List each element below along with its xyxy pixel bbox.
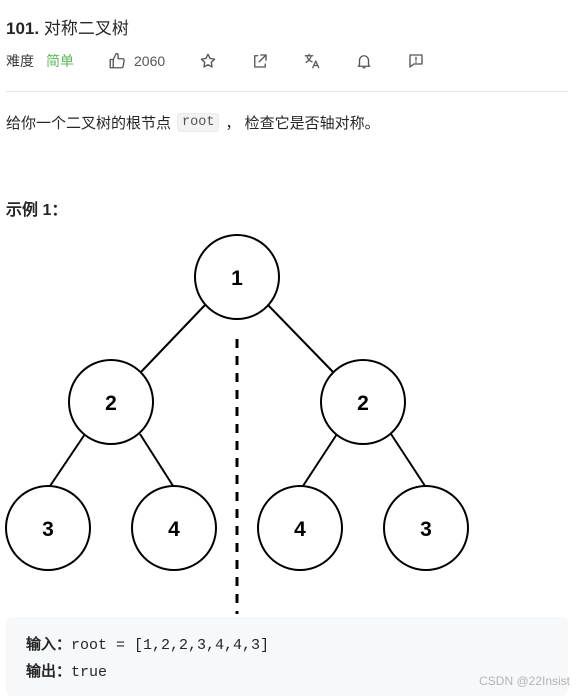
tree-node-label: 2 (357, 392, 369, 415)
thumbs-up-icon (109, 52, 125, 69)
problem-title-text: 对称二叉树 (43, 19, 129, 38)
inline-code-root: root (177, 113, 220, 132)
symmetric-tree-diagram: 1 2 2 3 4 4 3 (5, 234, 469, 614)
example-output-line: 输出：true (26, 660, 107, 681)
problem-description: 给你一个二叉树的根节点 root ， 检查它是否轴对称。 (6, 112, 380, 133)
example-heading: 示例 1： (6, 202, 68, 219)
tree-edge (140, 304, 206, 373)
tree-node: 3 (383, 485, 469, 571)
tree-node: 1 (194, 234, 280, 320)
tree-edge (390, 433, 428, 490)
example-code-block: 输入：root = [1,2,2,3,4,4,3] 输出：true (6, 617, 568, 696)
tree-node-label: 4 (294, 518, 306, 541)
tree-node-label: 1 (231, 267, 243, 290)
tree-edge (139, 433, 176, 490)
header-divider (6, 91, 568, 92)
description-suffix: ， 检查它是否轴对称。 (225, 115, 380, 132)
tree-node-label: 3 (420, 518, 432, 541)
tree-node: 4 (131, 485, 217, 571)
output-value: true (71, 664, 108, 681)
notification-button[interactable] (355, 52, 373, 70)
problem-title: 101. 对称二叉树 (6, 14, 129, 39)
difficulty-label: 难度 (6, 53, 34, 69)
tree-edge (300, 433, 338, 490)
difficulty-badge: 简单 (46, 53, 74, 69)
favorite-button[interactable] (199, 52, 217, 70)
translate-button[interactable] (303, 52, 321, 70)
tree-node-label: 4 (168, 518, 180, 541)
tree-node-label: 2 (105, 392, 117, 415)
tree-node: 2 (68, 359, 154, 445)
like-button[interactable]: 2060 (108, 52, 165, 70)
output-label: 输出： (26, 663, 72, 680)
watermark: CSDN @22Insist (479, 674, 570, 688)
star-icon (200, 53, 216, 68)
input-label: 输入： (26, 636, 72, 653)
example-input-line: 输入：root = [1,2,2,3,4,4,3] (26, 633, 269, 654)
bell-icon (357, 55, 371, 69)
problem-meta-bar: 难度 简单 2060 (6, 50, 425, 72)
like-count: 2060 (134, 53, 166, 69)
translate-icon (304, 53, 320, 69)
description-prefix: 给你一个二叉树的根节点 (6, 115, 172, 132)
tree-node-label: 3 (42, 518, 54, 541)
tree-node: 4 (257, 485, 343, 571)
problem-number: 101. (6, 19, 40, 38)
tree-edge (47, 433, 86, 490)
share-icon (254, 54, 267, 68)
tree-node: 3 (5, 485, 91, 571)
feedback-icon (409, 54, 423, 68)
input-value: root = [1,2,2,3,4,4,3] (71, 637, 270, 654)
tree-edge (267, 304, 334, 373)
share-button[interactable] (251, 52, 269, 70)
tree-node: 2 (320, 359, 406, 445)
feedback-button[interactable] (407, 52, 425, 70)
